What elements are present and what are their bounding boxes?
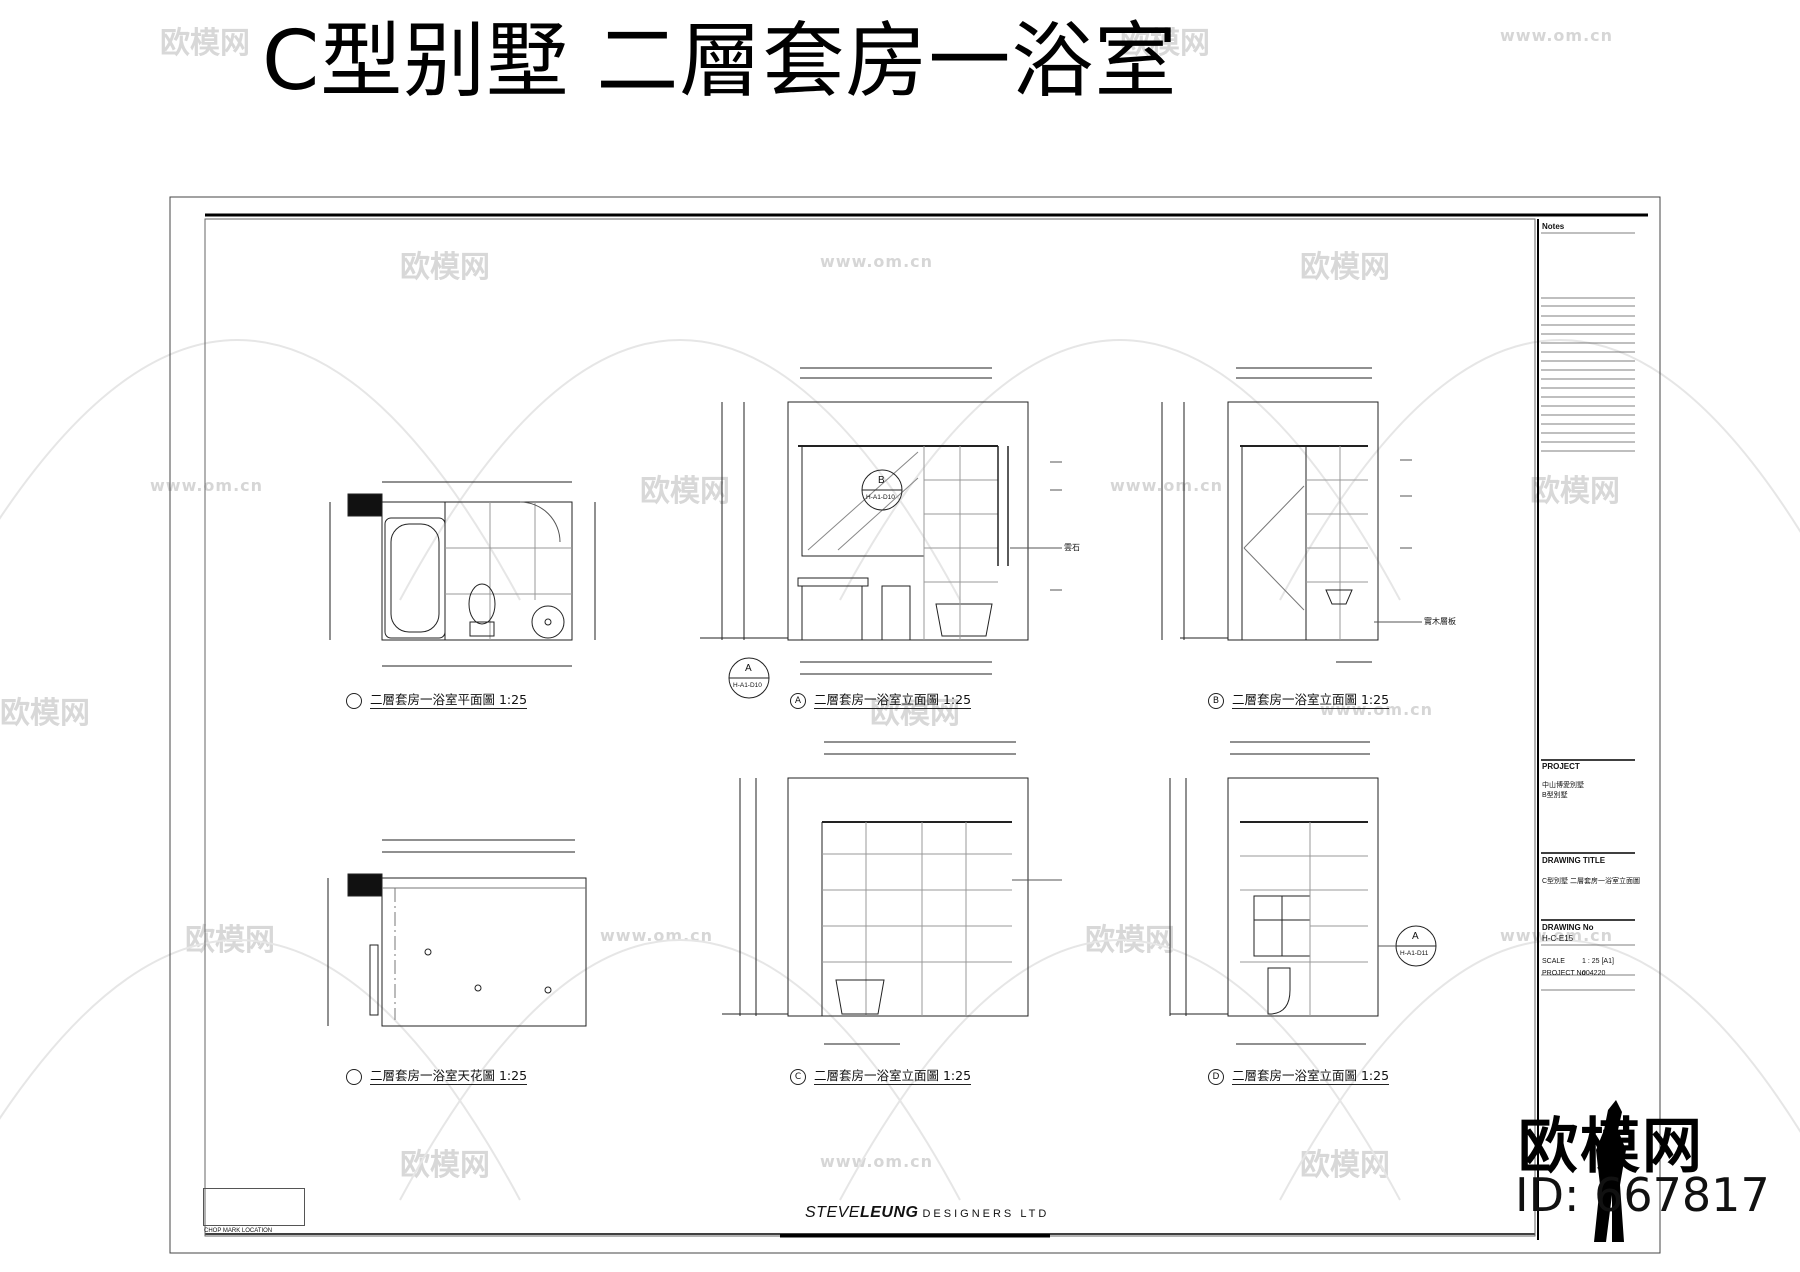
- view-label-ceiling: 二層套房一浴室天花圖 1:25: [346, 1068, 528, 1085]
- tb-drawing-title-value: C型別墅 二層套房一浴室立面圖: [1542, 878, 1640, 885]
- elev-d-ref-letter: A: [1412, 931, 1419, 942]
- ceiling-light-box: [369, 944, 379, 1016]
- tb-drawing-no-value: H-C-E15: [1542, 934, 1574, 943]
- plan-toilet: [468, 583, 496, 625]
- view-label-text: 二層套房一浴室立面圖 1:25: [814, 1068, 972, 1085]
- view-label-elev-c: C 二層套房一浴室立面圖 1:25: [790, 1068, 972, 1085]
- ceiling-outline: [381, 877, 587, 1027]
- tb-scale-label: SCALE: [1542, 958, 1565, 965]
- elev-a-bathtub: [935, 603, 993, 637]
- chop-mark-box: [203, 1188, 305, 1226]
- elev-a-toilet: [881, 585, 911, 641]
- tb-project-no-value: 004220: [1582, 970, 1606, 977]
- view-marker: A: [790, 692, 806, 709]
- chop-mark-label: CHOP MARK LOCATION: [204, 1228, 273, 1234]
- plan-toilet-tank: [469, 621, 495, 637]
- watermark-arcs: [0, 339, 1800, 1201]
- watermark-arc: [399, 339, 961, 601]
- view-label-elev-b: B 二層套房一浴室立面圖 1:25: [1208, 692, 1390, 709]
- elev-b-outline: [1227, 401, 1379, 641]
- elev-a-vanity: [801, 585, 863, 641]
- page-title: C型别墅 二層套房一浴室: [262, 14, 1178, 109]
- watermark-arc: [839, 939, 1401, 1201]
- stamp-id: ID: 667817: [1515, 1168, 1770, 1222]
- view-label-plan: 二層套房一浴室平面圖 1:25: [346, 692, 528, 709]
- plan-bathtub-inner: [390, 523, 440, 633]
- tb-project-no-label: PROJECT No: [1542, 970, 1586, 977]
- stamp-brand: 欧模网: [1518, 1112, 1704, 1182]
- view-elev-c: [722, 741, 1062, 1045]
- ceiling-downlight: [424, 948, 432, 956]
- tb-drawing-no-label: DRAWING No: [1542, 923, 1594, 932]
- elev-c-outline: [787, 777, 1029, 1017]
- elev-a-ref-code: H-A1-D10: [866, 494, 895, 501]
- logo-suffix: DESIGNERS LTD: [922, 1208, 1050, 1220]
- view-marker: C: [790, 1068, 806, 1085]
- view-label-elev-a: A 二層套房一浴室立面圖 1:25: [790, 692, 972, 709]
- tb-drawing-title-label: DRAWING TITLE: [1542, 856, 1606, 865]
- tb-project-value-2: B型別墅: [1542, 792, 1568, 799]
- title-block-lines: [1541, 232, 1635, 991]
- plan-basin-drain: [544, 618, 552, 626]
- ceiling-window-block: [347, 873, 383, 897]
- stamp-figure-icon: [1594, 1100, 1626, 1242]
- tb-notes-label: Notes: [1542, 222, 1565, 231]
- elev-b-door-diag: [1243, 547, 1305, 611]
- watermark-arc: [0, 339, 521, 601]
- elev-c-bathtub: [835, 979, 885, 1015]
- view-ceiling: [327, 839, 587, 1027]
- watermark-arc: [0, 939, 521, 1201]
- elev-a-ref-letter: B: [878, 475, 885, 486]
- view-label-text: 二層套房一浴室平面圖 1:25: [370, 692, 528, 709]
- logo-name: LEUNG: [859, 1204, 919, 1221]
- elev-a-section-code: H-A1-D10: [733, 682, 762, 689]
- view-elev-b: [1161, 367, 1422, 663]
- logo-prefix: STEVE: [805, 1204, 860, 1221]
- elev-b-basin: [1325, 589, 1353, 605]
- view-elev-a: [700, 367, 1062, 699]
- elev-a-mirror-diag: [837, 477, 919, 551]
- tb-scale-value: 1 : 25 [A1]: [1582, 958, 1614, 965]
- view-marker: D: [1208, 1068, 1224, 1085]
- view-label-text: 二層套房一浴室立面圖 1:25: [814, 692, 972, 709]
- view-marker: B: [1208, 692, 1224, 709]
- elev-d-toilet: [1267, 967, 1291, 1015]
- ceiling-downlight: [474, 984, 482, 992]
- sheet-border: [169, 196, 1661, 1254]
- elev-d-ref-code: H-A1-D11: [1400, 950, 1429, 957]
- elev-a-vanity-top: [797, 577, 869, 587]
- view-label-text: 二層套房一浴室天花圖 1:25: [370, 1068, 528, 1085]
- elev-d-outline: [1227, 777, 1379, 1017]
- plan-door-swing: [519, 501, 561, 543]
- ceiling-downlight: [544, 986, 552, 994]
- tb-project-label: PROJECT: [1542, 762, 1580, 771]
- elev-b-shower-door: [1241, 445, 1307, 641]
- view-label-elev-d: D 二層套房一浴室立面圖 1:25: [1208, 1068, 1390, 1085]
- elev-a-section-letter: A: [745, 663, 752, 674]
- elev-b-door-diag: [1243, 485, 1305, 549]
- view-label-text: 二層套房一浴室立面圖 1:25: [1232, 1068, 1390, 1085]
- view-elev-d: [1169, 741, 1437, 1045]
- watermark-arc: [839, 339, 1401, 601]
- view-marker: [346, 692, 362, 709]
- view-marker: [346, 1068, 362, 1085]
- watermark-arc: [1279, 939, 1800, 1201]
- watermark-arc: [1279, 339, 1800, 601]
- plan-outline: [381, 501, 573, 641]
- plan-window-block: [347, 493, 383, 517]
- view-plan: [329, 481, 596, 667]
- view-label-text: 二層套房一浴室立面圖 1:25: [1232, 692, 1390, 709]
- plan-basin: [531, 605, 565, 639]
- tb-project-value-1: 中山博愛別墅: [1542, 782, 1584, 789]
- watermark-arc: [399, 939, 961, 1201]
- elev-b-note: 實木層板: [1424, 617, 1456, 626]
- elev-a-note: 雲石: [1064, 543, 1080, 552]
- elev-a-mirror-diag: [807, 451, 919, 551]
